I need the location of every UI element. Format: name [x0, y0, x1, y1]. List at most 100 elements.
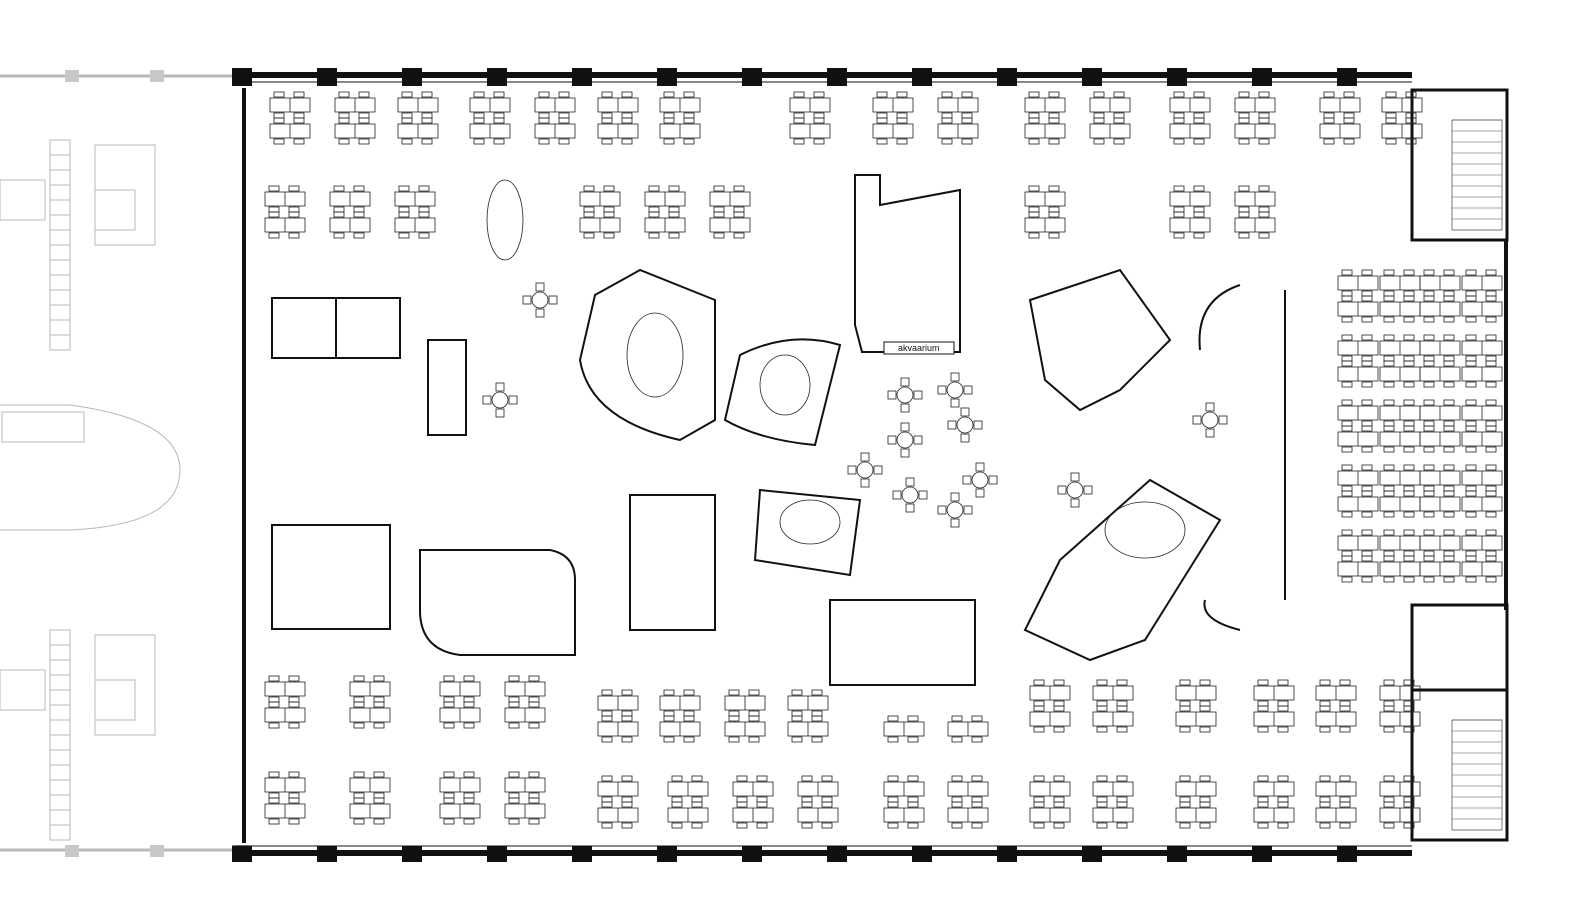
desk-cluster	[1461, 334, 1503, 388]
chair	[860, 478, 870, 488]
chair	[671, 796, 683, 803]
aquarium	[883, 341, 955, 355]
chair	[648, 206, 660, 213]
chair	[268, 211, 280, 218]
column	[912, 846, 932, 862]
chair	[583, 232, 595, 239]
chair	[1403, 295, 1415, 302]
chair	[811, 710, 823, 717]
chair	[811, 736, 823, 743]
chair	[1465, 420, 1477, 427]
chair	[821, 796, 833, 803]
chair	[1361, 446, 1373, 453]
chair	[421, 138, 433, 145]
chair	[971, 796, 983, 803]
chair	[1277, 822, 1289, 829]
chair	[1361, 381, 1373, 388]
stair-atrium	[419, 549, 576, 656]
meeting-table	[779, 499, 841, 545]
desk-cluster	[264, 185, 306, 239]
chair	[1485, 464, 1497, 471]
column	[657, 846, 677, 862]
chair	[1199, 801, 1211, 808]
chair	[621, 822, 633, 829]
chair	[288, 206, 300, 213]
chair	[1028, 232, 1040, 239]
chair	[1423, 316, 1435, 323]
chair	[1361, 355, 1373, 362]
meeting-pod	[1198, 284, 1286, 631]
chair	[528, 675, 540, 682]
chair	[975, 488, 985, 498]
chair	[1341, 529, 1353, 536]
chair	[583, 211, 595, 218]
chair	[691, 822, 703, 829]
column	[572, 68, 592, 86]
chair	[1361, 295, 1373, 302]
chair	[1319, 822, 1331, 829]
chair	[1465, 399, 1477, 406]
chair	[1033, 775, 1045, 782]
chair	[601, 736, 613, 743]
chair	[1048, 185, 1060, 192]
chair	[463, 696, 475, 703]
chair	[1403, 316, 1415, 323]
chair	[1403, 550, 1415, 557]
desk-cluster	[797, 775, 839, 829]
chair	[907, 736, 919, 743]
chair	[443, 696, 455, 703]
neighbor-room	[94, 679, 136, 721]
chair	[961, 117, 973, 124]
desk-cluster	[1419, 334, 1461, 388]
chair	[1465, 511, 1477, 518]
chair	[1341, 355, 1353, 362]
chair	[333, 206, 345, 213]
desk-cluster	[1234, 91, 1276, 145]
chair	[907, 822, 919, 829]
chair	[663, 117, 675, 124]
chair	[900, 377, 910, 387]
chair	[1485, 420, 1497, 427]
chair	[1341, 550, 1353, 557]
meeting-room	[271, 297, 337, 359]
chair	[1193, 211, 1205, 218]
chair	[1257, 775, 1269, 782]
chair	[1383, 464, 1395, 471]
chair	[1257, 796, 1269, 803]
chair	[1341, 360, 1353, 367]
desk-cluster	[579, 185, 621, 239]
chair	[1383, 726, 1395, 733]
chair	[1319, 679, 1331, 686]
chair	[907, 796, 919, 803]
chair	[443, 797, 455, 804]
chair	[1028, 206, 1040, 213]
desk-cluster	[789, 91, 831, 145]
chair	[621, 710, 633, 717]
chair	[333, 232, 345, 239]
desk-cluster	[883, 715, 925, 743]
chair	[668, 232, 680, 239]
chair	[1423, 576, 1435, 583]
desk-cluster	[1337, 399, 1379, 453]
chair	[418, 185, 430, 192]
chair	[538, 117, 550, 124]
chair	[791, 710, 803, 717]
chair	[493, 112, 505, 119]
chair	[353, 701, 365, 708]
chair	[1443, 425, 1455, 432]
chair	[937, 385, 947, 395]
chair	[1319, 775, 1331, 782]
chair	[1033, 700, 1045, 707]
chair	[1053, 705, 1065, 712]
chair	[268, 185, 280, 192]
chair	[1403, 355, 1415, 362]
meeting-room	[271, 524, 391, 630]
chair	[1053, 801, 1065, 808]
service-room	[1410, 603, 1509, 692]
table	[896, 386, 914, 404]
table	[971, 471, 989, 489]
chair	[860, 452, 870, 462]
chair	[1403, 290, 1415, 297]
chair	[288, 818, 300, 825]
chair	[713, 232, 725, 239]
